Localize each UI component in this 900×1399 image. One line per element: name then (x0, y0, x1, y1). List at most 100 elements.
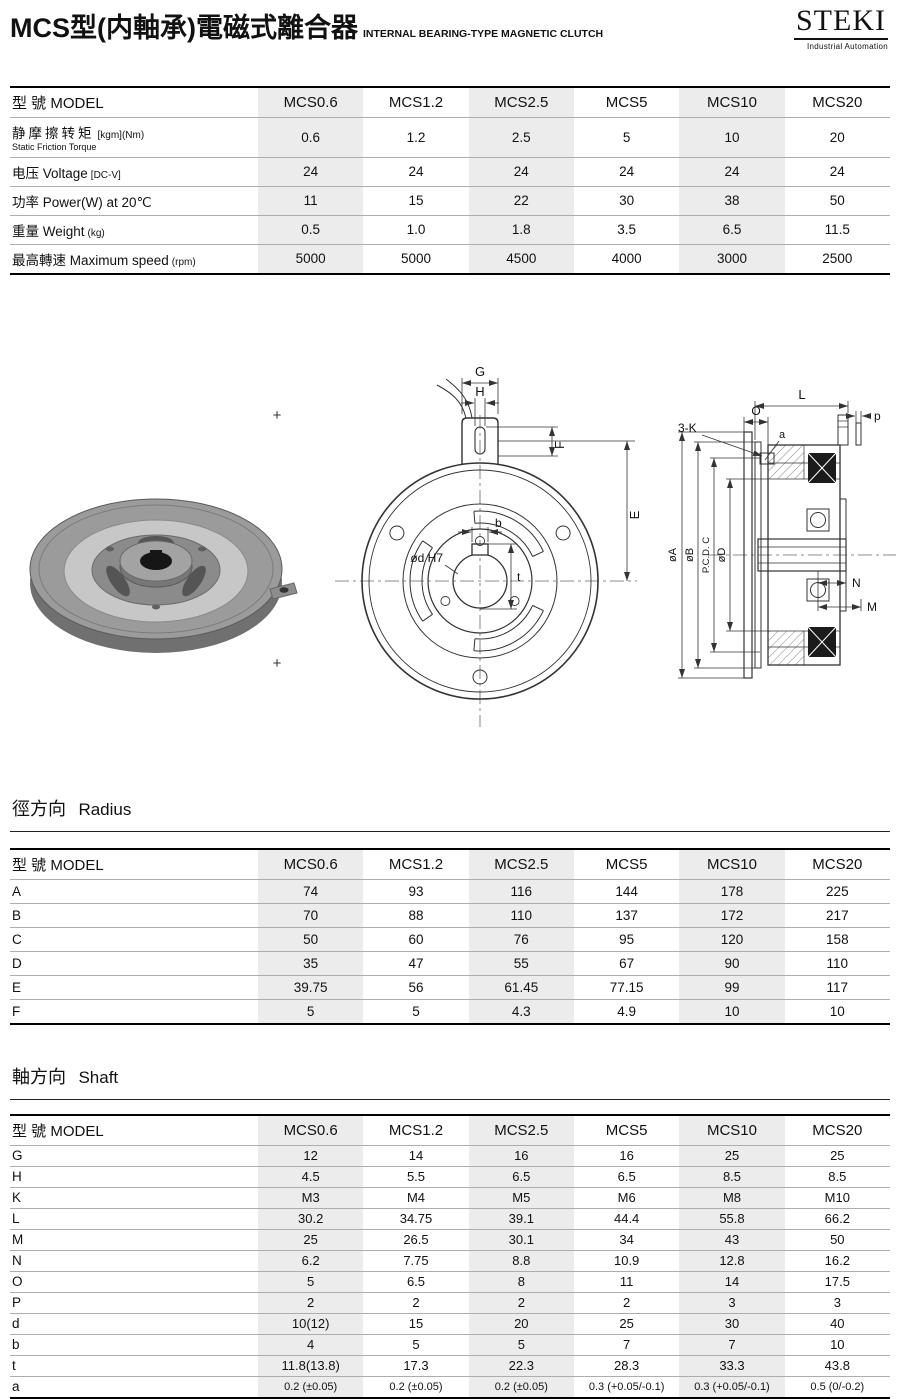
value-cell: 178 (679, 878, 785, 904)
value-cell: 16.2 (784, 1249, 890, 1272)
value-cell: 40 (784, 1312, 890, 1335)
value-cell: 38 (679, 185, 785, 216)
value-cell: 30.1 (468, 1228, 574, 1251)
dim-label-da: øA (668, 547, 679, 562)
value-cell: 34.75 (363, 1207, 469, 1230)
section-radius-title: 徑方向 Radius (10, 791, 890, 832)
value-cell: 1.0 (363, 214, 469, 245)
value-cell: 6.2 (258, 1249, 364, 1272)
value-cell: 5 (363, 1333, 469, 1356)
dim-label-bore: ød H7 (410, 551, 443, 565)
value-cell: 4000 (573, 243, 680, 274)
dim-label-3k: 3-K (678, 421, 697, 435)
product-photo (29, 498, 298, 653)
value-cell: 10(12) (258, 1312, 364, 1335)
row-label: D (10, 950, 258, 976)
value-cell: 11 (258, 185, 364, 216)
value-cell: 6.5 (363, 1270, 469, 1293)
value-cell: 5.5 (363, 1165, 469, 1188)
value-cell: 10 (679, 117, 785, 158)
value-cell: 7 (573, 1333, 680, 1356)
model-column-header: MCS1.2 (388, 94, 444, 111)
section-shaft-title: 軸方向 Shaft (10, 1059, 890, 1100)
front-dimensions (444, 377, 635, 610)
title-chinese: MCS型(内軸承)電磁式離合器 (10, 13, 358, 43)
value-cell: 70 (258, 902, 364, 928)
value-cell: 24 (363, 156, 469, 187)
value-cell: 8.5 (784, 1165, 890, 1188)
value-cell: 43.8 (784, 1354, 890, 1377)
value-cell: M5 (468, 1186, 574, 1209)
row-label: t (10, 1354, 258, 1377)
model-column-header: MCS20 (812, 855, 863, 873)
value-cell: 12.8 (679, 1249, 785, 1272)
row-label: 最高轉速 Maximum speed(rpm) (10, 243, 258, 274)
row-label: M (10, 1228, 258, 1251)
row-label: b (10, 1333, 258, 1356)
value-cell: 5000 (363, 243, 469, 274)
model-column-header: MCS0.6 (258, 1114, 364, 1146)
model-column-header: MCS10 (679, 1114, 785, 1146)
value-cell: 76 (468, 926, 574, 952)
section-view-drawing: L p 3-K O a øA øB P.C.D. C øD N M (668, 387, 896, 679)
row-label: F (10, 998, 258, 1024)
value-cell: 0.5 (0/-0.2) (784, 1375, 890, 1398)
value-cell: 10 (679, 998, 785, 1024)
dim-label-m: M (867, 600, 877, 614)
value-cell: 56 (363, 974, 469, 1000)
title-english: INTERNAL BEARING-TYPE MAGNETIC CLUTCH (362, 28, 604, 40)
value-cell: 39.1 (468, 1207, 574, 1230)
value-cell: 137 (573, 902, 680, 928)
shaft-title-english: Shaft (78, 1067, 119, 1087)
value-cell: 30 (573, 185, 680, 216)
value-cell: 2500 (784, 243, 890, 274)
value-cell: 158 (784, 926, 890, 952)
page-header: MCS型(内軸承)電磁式離合器 INTERNAL BEARING-TYPE MA… (10, 0, 890, 56)
dim-label-dd: øD (716, 548, 728, 563)
value-cell: 6.5 (573, 1165, 680, 1188)
side-dimension-labels: L p 3-K O a øA øB P.C.D. C øD N M (668, 387, 881, 614)
value-cell: 35 (258, 950, 364, 976)
value-cell: M3 (258, 1186, 364, 1209)
technical-drawings: + + (10, 331, 896, 783)
dim-label-f: F (552, 441, 567, 449)
value-cell: 110 (784, 950, 890, 976)
value-cell: 4500 (468, 243, 574, 274)
row-label: d (10, 1312, 258, 1335)
shaft-title-chinese: 軸方向 (12, 1066, 66, 1087)
datasheet-page: MCS型(内軸承)電磁式離合器 INTERNAL BEARING-TYPE MA… (10, 0, 896, 1399)
value-cell: 217 (784, 902, 890, 928)
registration-mark: + (272, 654, 282, 672)
value-cell: 6.5 (468, 1165, 574, 1188)
value-cell: 3.5 (573, 214, 680, 245)
row-label: 重量 Weight(kg) (10, 214, 258, 245)
shaft-table-header-row: 型 號 MODEL MCS0.6 MCS1.2 MCS2.5 MCS5 MCS1… (10, 1114, 890, 1146)
value-cell: 90 (679, 950, 785, 976)
value-cell: 93 (363, 878, 469, 904)
model-column-header: MCS10 (679, 87, 785, 118)
value-cell: 225 (784, 878, 890, 904)
value-cell: M8 (679, 1186, 785, 1209)
value-cell: 66.2 (784, 1207, 890, 1230)
value-cell: 74 (258, 878, 364, 904)
spec-table-header-row: 型 號 MODEL MCS0.6 MCS1.2 MCS2.5 MCS5 MCS1… (10, 87, 890, 118)
value-cell: 22.3 (468, 1354, 574, 1377)
value-cell: 43 (679, 1228, 785, 1251)
value-cell: 30.2 (258, 1207, 364, 1230)
model-column-header: MCS20 (812, 94, 863, 111)
value-cell: 39.75 (258, 974, 364, 1000)
dim-label-o: O (751, 404, 760, 418)
value-cell: M6 (573, 1186, 680, 1209)
value-cell: 7 (679, 1333, 785, 1356)
